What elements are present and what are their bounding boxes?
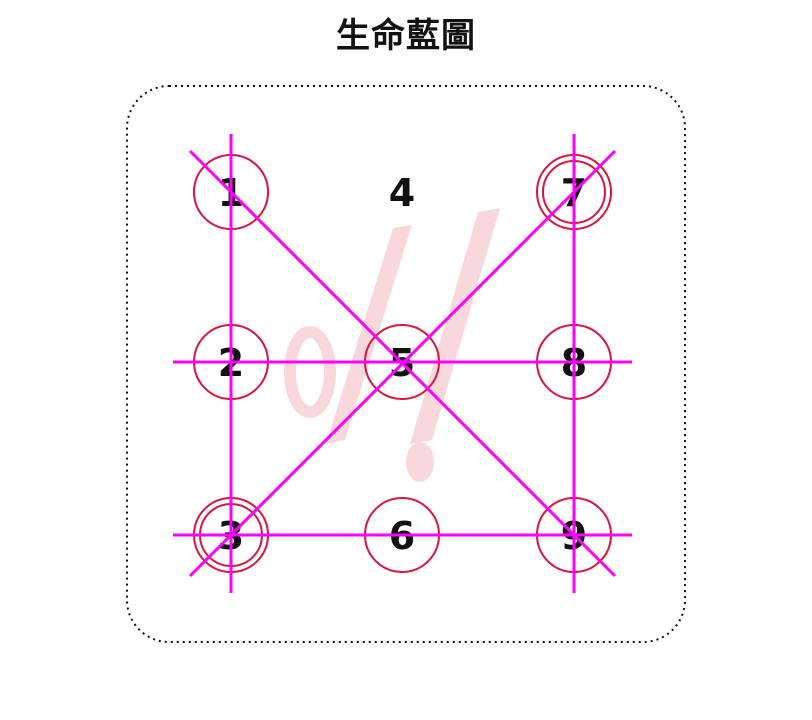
- page-title: 生命藍圖: [336, 16, 476, 56]
- watermark-stroke-right: [410, 208, 500, 444]
- number-4: 4: [389, 171, 415, 215]
- watermark-ring: [284, 326, 336, 418]
- lines-layer: [173, 134, 632, 593]
- watermark-dot: [406, 442, 434, 482]
- watermark: [284, 208, 500, 482]
- watermark-stroke-left: [326, 225, 412, 444]
- diagram-border: [126, 85, 686, 643]
- line-3-7: [188, 149, 617, 578]
